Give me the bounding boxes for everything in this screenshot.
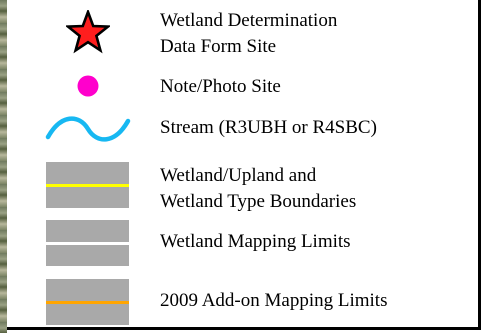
legend-label-stream: Stream (R3UBH or R4SBC) bbox=[160, 115, 377, 141]
legend-label-wetland-boundaries: Wetland/Upland and Wetland Type Boundari… bbox=[160, 163, 356, 215]
legend-label-line: Stream (R3UBH or R4SBC) bbox=[160, 117, 377, 138]
legend-label-addon-limits: 2009 Add-on Mapping Limits bbox=[160, 288, 387, 314]
boundary-swatch bbox=[46, 162, 129, 208]
aerial-imagery-edge bbox=[0, 0, 7, 333]
red-star-icon bbox=[66, 10, 110, 54]
legend-label-line: Data Form Site bbox=[160, 36, 277, 57]
legend-label-line: Note/Photo Site bbox=[160, 76, 281, 97]
legend-label-line: Wetland Determination bbox=[160, 10, 338, 31]
white-mapping-limit-line bbox=[46, 242, 129, 245]
yellow-boundary-line bbox=[46, 184, 129, 187]
legend-label-mapping-limits: Wetland Mapping Limits bbox=[160, 229, 351, 255]
legend-label-line: 2009 Add-on Mapping Limits bbox=[160, 290, 388, 311]
map-legend: Wetland Determination Data Form Site Not… bbox=[7, 0, 481, 330]
legend-label-line: Wetland Mapping Limits bbox=[160, 231, 351, 252]
legend-label-line: Wetland/Upland and bbox=[160, 165, 317, 186]
addon-limits-swatch bbox=[46, 279, 129, 325]
legend-label-data-form-site: Wetland Determination Data Form Site bbox=[160, 8, 337, 60]
dot-shape bbox=[77, 75, 99, 97]
star-shape bbox=[66, 10, 110, 54]
mapping-limits-swatch bbox=[46, 220, 129, 266]
magenta-dot-icon bbox=[77, 75, 99, 97]
blue-wave-icon bbox=[45, 116, 131, 142]
legend-label-line: Wetland Type Boundaries bbox=[160, 191, 357, 212]
wave-path bbox=[45, 116, 131, 142]
legend-label-note-photo-site: Note/Photo Site bbox=[160, 74, 281, 100]
orange-addon-limit-line bbox=[46, 301, 129, 304]
